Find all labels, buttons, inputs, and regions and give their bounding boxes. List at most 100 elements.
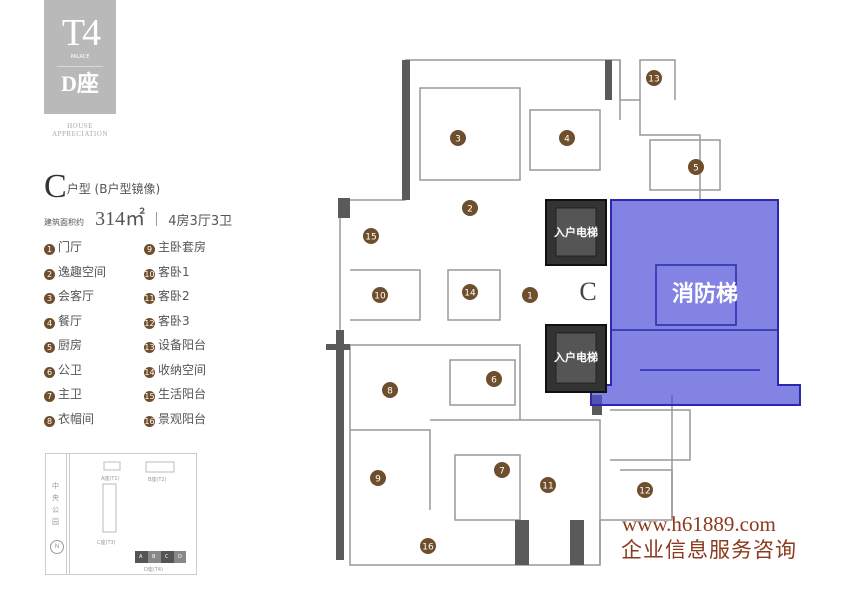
room-marker-number: 12 [639,487,650,497]
legend-label: 景观阳台 [158,411,207,426]
watermark-url: www.h61889.com [622,512,776,536]
legend-number: 5 [44,342,55,353]
legend-label: 会客厅 [58,289,95,303]
legend-number: 11 [144,293,155,304]
appreciation-line2: APPRECIATION [52,130,108,138]
elevator-bottom-car [555,332,597,384]
block-d-label: D座(T4) [144,567,163,573]
elevator-top-car [555,207,597,257]
room-marker [559,130,575,146]
legend-label: 生活阳台 [158,387,207,401]
legend-label: 逸趣空间 [58,264,107,279]
unit-type-label: 户型 [66,182,91,196]
block-b-label: B座(T2) [148,477,167,483]
room-marker-number: 1 [527,292,533,302]
d-unit-d: D [178,554,182,560]
room-marker [370,470,386,486]
elevator-top-label: 入户电梯 [554,225,598,239]
room-marker-number: 7 [499,467,505,477]
tower-name: T4 [61,12,101,54]
appreciation-line1: HOUSE [67,122,93,130]
room-marker [462,200,478,216]
legend-number: 4 [44,317,55,329]
room-marker-number: 3 [455,135,461,145]
legend-label: 客卧3 [158,313,190,328]
legend-number: 12 [144,317,155,329]
area-value: 314㎡ [95,208,146,230]
room-marker-number: 11 [542,482,553,492]
legend-number: 8 [44,415,55,427]
room-marker [486,371,502,387]
badge-divider [57,66,103,67]
block-a-shape [103,461,121,471]
legend-label: 客卧1 [158,264,190,279]
room-marker [462,284,478,300]
room-marker [363,228,379,244]
legend-label: 厨房 [58,338,83,352]
legend-number: 9 [144,244,155,255]
watermark-text: 企业信息服务咨询 [621,538,797,562]
unit-type: C户型 (B户型镜像) [44,170,160,204]
room-marker-number: 13 [648,75,659,85]
road-line [69,454,70,574]
d-unit-b: B [152,554,156,560]
room-marker [494,462,510,478]
structural-columns [326,60,612,565]
legend-label: 主卧套房 [158,240,207,254]
park-strip [46,454,67,574]
room-marker [540,477,556,493]
north-icon: N [50,540,64,554]
room-marker-number: 14 [464,289,476,299]
legend-number: 2 [44,268,55,280]
d-unit-a: A [139,554,143,560]
unit-letter: C [44,168,67,205]
site-keymap: 中央公园 N A座(T1) B座(T2) C座(T3) D座(T4) A B C… [45,453,197,575]
legend-number: 3 [44,293,55,304]
block-c-label: C座(T3) [97,540,116,546]
block-c-shape [102,483,117,533]
legend-label: 客卧2 [158,289,190,303]
room-marker [688,159,704,175]
legend-number: 7 [44,391,55,402]
keymap-blocks [102,461,186,563]
room-marker-number: 6 [491,376,497,386]
park-label: 中央公园 [52,482,59,526]
room-marker-number: 8 [387,387,393,397]
room-marker-number: 16 [422,543,434,553]
legend-label: 衣帽间 [58,411,95,426]
room-marker [637,482,653,498]
plan-unit-letter: C [579,277,596,306]
legend-label: 主卫 [58,387,83,401]
rooms-count: 4房3厅3卫 [168,214,233,229]
block-b-shape [145,461,175,473]
legend-label: 餐厅 [58,313,83,328]
room-marker-number: 9 [375,475,381,485]
block-d-a [135,551,148,563]
room-marker-number: 2 [467,205,473,215]
room-marker-number: 4 [564,135,570,145]
room-marker-number: 5 [693,164,699,174]
legend-label: 门厅 [58,240,83,254]
room-marker [646,70,662,86]
fire-stair-label: 消防梯 [672,281,738,307]
tower-sub: PALACE [70,54,90,60]
legend-number: 1 [44,244,55,255]
room-marker [382,382,398,398]
legend-number: 13 [144,342,155,353]
area-label: 建筑面积约 [44,218,84,227]
room-marker-number: 15 [365,233,376,243]
